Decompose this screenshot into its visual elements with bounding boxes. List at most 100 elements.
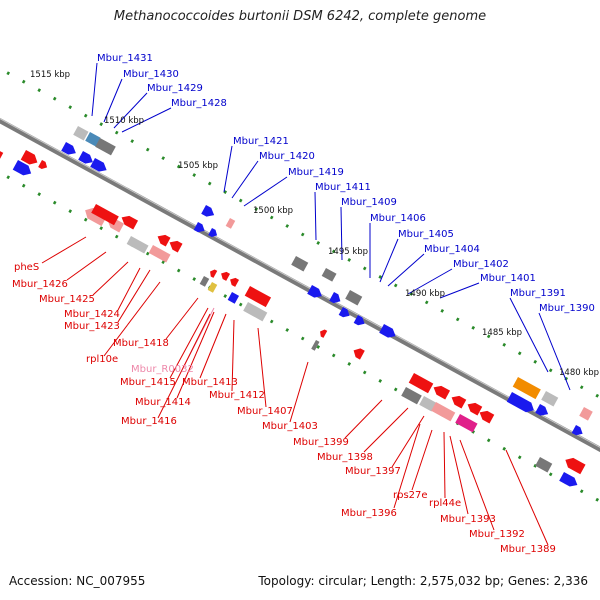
genes-layer [0,126,593,487]
page-title: Methanococcoides burtonii DSM 6242, comp… [113,9,487,24]
gene-label[interactable]: Mbur_1411 [315,182,371,193]
gene-label[interactable]: Mbur_1404 [424,244,480,255]
tick-label: 1515 kbp [30,70,70,80]
leader-line [169,307,209,379]
gene-block [535,457,553,473]
leader-line [391,415,425,468]
leader-line [363,407,409,453]
gene-label[interactable]: Mbur_1392 [469,529,525,540]
tick-dot [300,336,305,341]
tick-dot [548,368,553,373]
gene-label[interactable]: Mbur_1401 [480,273,536,284]
gene-label[interactable]: Mbur_1390 [539,303,595,314]
gene-label[interactable]: rps27e [393,490,428,501]
accession-text: Accession: NC_007955 [9,574,146,588]
gene-block [408,372,434,394]
gene-label[interactable]: Mbur_1423 [64,321,120,332]
tick-dot [285,328,290,332]
gene-arrow [506,392,534,413]
gene-block [148,245,171,263]
tick-dot [471,325,476,330]
gene-block [85,132,101,147]
gene-label[interactable]: Mbur_1425 [39,294,95,305]
gene-arrow [329,292,341,304]
gene-arrow [230,277,240,287]
gene-label[interactable]: Mbur_1405 [398,229,454,240]
gene-block [244,286,272,308]
gene-label[interactable]: Mbur_1403 [262,421,318,432]
gene-arrow [20,150,38,165]
gene-arrow [61,142,76,155]
gene-label[interactable]: Mbur_1407 [237,406,293,417]
tick-dot [68,105,73,110]
tick-dot [393,387,398,392]
gene-label[interactable]: Mbur_1424 [64,309,120,320]
tick-dot [440,308,445,313]
gene-label[interactable]: Mbur_1420 [259,151,315,162]
gene-label[interactable]: Mbur_1413 [182,377,238,388]
leader-line [117,269,151,323]
gene-label[interactable]: Mbur_1402 [453,259,509,270]
leader-line [538,312,571,391]
gene-arrow [157,234,171,247]
gene-label[interactable]: rpl10e [86,354,118,365]
gene-label[interactable]: Mbur_1431 [97,53,153,64]
gene-label[interactable]: Mbur_1406 [370,213,426,224]
tick-dot [145,251,150,256]
gene-block [419,396,437,412]
tick-dot [316,345,321,349]
gene-label[interactable]: Mbur_1393 [440,514,496,525]
tick-dot [378,379,383,383]
gene-label[interactable]: Mbur_1418 [113,338,169,349]
gene-arrow [78,151,93,164]
gene-label[interactable]: Mbur_1389 [500,544,556,555]
tick-dot [192,173,197,177]
gene-label[interactable]: Mbur_R0032 [131,364,194,375]
gene-block [126,235,149,254]
gene-label[interactable]: Mbur_1391 [510,288,566,299]
leader-line [121,107,172,133]
gene-label[interactable]: Mbur_1398 [317,452,373,463]
tick-dot [6,71,11,76]
gene-label[interactable]: Mbur_1429 [147,83,203,94]
gene-label[interactable]: pheS [14,262,39,273]
tick-dot [471,429,476,434]
gene-block [541,391,559,407]
gene-label[interactable]: Mbur_1430 [123,69,179,80]
tick-dot [238,198,243,203]
tick-dot [533,359,538,364]
gene-label[interactable]: Mbur_1399 [293,437,349,448]
gene-label[interactable]: Mbur_1412 [209,390,265,401]
tick-dot [347,258,352,262]
gene-block [225,218,236,229]
gene-label[interactable]: Mbur_1426 [12,279,68,290]
tick-dot [37,88,42,93]
tick-dot [455,317,460,322]
tick-dot [564,376,569,381]
lower-gene-labels: pheS Mbur_1426 Mbur_1425 Mbur_1424 Mbur_… [12,262,556,555]
tick-dot [502,342,507,347]
gene-arrow [353,315,365,326]
gene-label[interactable]: rpl44e [429,498,461,509]
gene-block [455,414,478,433]
gene-label[interactable]: Mbur_1428 [171,98,227,109]
tick-dot [285,224,290,228]
gene-block [311,340,320,351]
gene-label[interactable]: Mbur_1415 [120,377,176,388]
gene-label[interactable]: Mbur_1409 [341,197,397,208]
gene-label[interactable]: Mbur_1421 [233,136,289,147]
gene-block [227,292,240,304]
tick-dot [393,283,398,288]
leader-line [231,319,235,392]
tick-dot [269,215,274,220]
gene-label[interactable]: Mbur_1416 [121,416,177,427]
gene-label[interactable]: Mbur_1396 [341,508,397,519]
tick-dot [68,209,73,214]
gene-label[interactable]: Mbur_1419 [288,167,344,178]
gene-label[interactable]: Mbur_1397 [345,466,401,477]
gene-label[interactable]: Mbur_1414 [135,397,191,408]
tick-dot [378,275,383,279]
gene-arrow [338,307,350,318]
tick-label: 1495 kbp [328,247,368,257]
tick-label: 1490 kbp [405,289,445,299]
